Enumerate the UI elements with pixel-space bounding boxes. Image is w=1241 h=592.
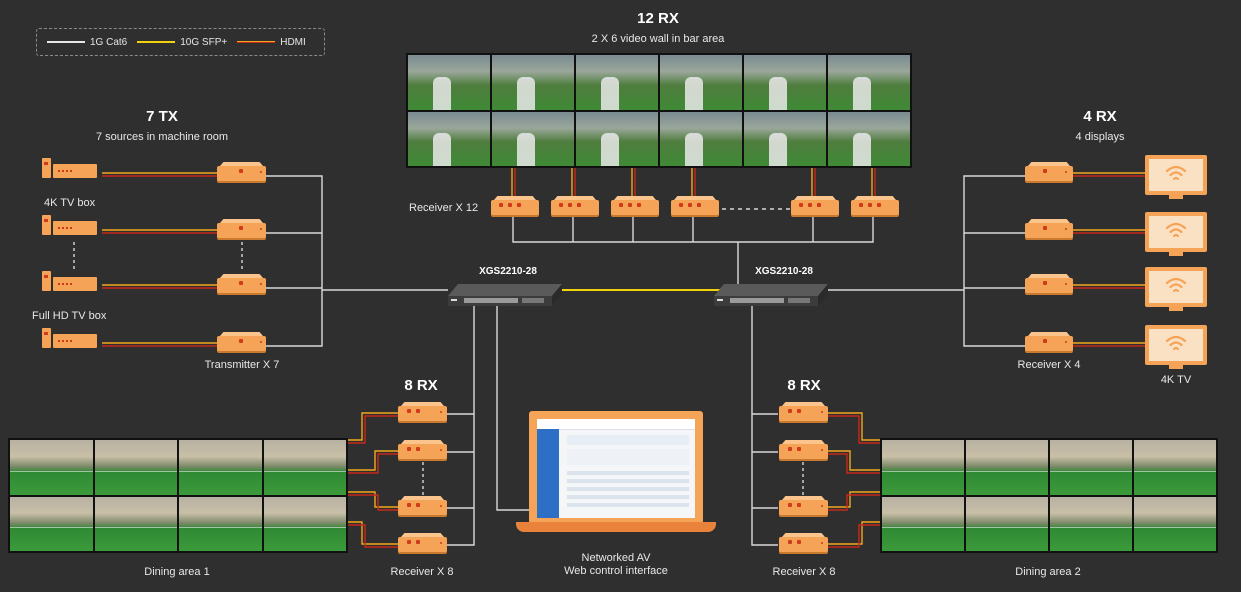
video-wall-tile: [492, 111, 574, 166]
display-receiver-label: Receiver X 4: [1017, 359, 1081, 371]
video-wall-tile: [10, 440, 93, 495]
video-wall-tile: [1050, 440, 1132, 495]
video-wall-tile: [408, 111, 490, 166]
transmitter-icon: [217, 166, 266, 181]
video-wall-tile: [828, 55, 910, 110]
video-wall-tile: [10, 496, 93, 551]
receiver-icon: [398, 537, 447, 552]
dining1-video-wall: [8, 438, 348, 553]
switch-icon: [714, 284, 828, 306]
dining1-hdmi-lines: [348, 412, 398, 548]
legend-sfp: 10G SFP+: [137, 37, 227, 48]
switch-icon: [448, 284, 562, 306]
dining1-title: 8 RX: [404, 377, 438, 394]
display-hdmi-lines: [1073, 172, 1146, 347]
receiver-icon: [1025, 278, 1073, 293]
source-4k-label: 4K TV box: [44, 197, 96, 209]
receiver-icon: [398, 406, 447, 421]
bar-cat6-lines: [512, 208, 874, 288]
video-wall-tile: [576, 55, 658, 110]
receiver-icon: [779, 537, 828, 552]
dining2-video-wall: [880, 438, 1218, 553]
video-wall-tile: [1050, 496, 1132, 551]
dining2-title: 8 RX: [787, 377, 821, 394]
video-wall-tile: [828, 111, 910, 166]
video-wall-tile: [179, 440, 262, 495]
tv-label: 4K TV: [1160, 374, 1192, 386]
video-wall-tile: [1134, 496, 1216, 551]
tx-title: 7 TX: [146, 108, 178, 125]
source-fhd-label: Full HD TV box: [32, 310, 107, 322]
transmitter-icon: [217, 223, 266, 238]
transmitter-icon: [217, 278, 266, 293]
wifi-tv-icon: [1145, 212, 1207, 256]
video-wall-tile: [882, 440, 964, 495]
bar-title: 12 RX: [637, 10, 679, 27]
receiver-icon: [611, 200, 659, 215]
video-wall-tile: [263, 496, 346, 551]
laptop-base: [516, 522, 716, 532]
video-wall-tile: [492, 55, 574, 110]
receiver-icon: [398, 500, 447, 515]
video-wall-tile: [576, 111, 658, 166]
receiver-icon: [851, 200, 899, 215]
receiver-icon: [551, 200, 599, 215]
video-wall-tile: [408, 55, 490, 110]
bar-video-wall: [406, 53, 912, 168]
dining2-hdmi-lines: [828, 412, 880, 548]
video-wall-tile: [966, 440, 1048, 495]
receiver-icon: [1025, 223, 1073, 238]
bar-subtitle: 2 X 6 video wall in bar area: [591, 33, 725, 45]
display-cat6-lines: [828, 175, 1025, 347]
video-wall-tile: [1134, 440, 1216, 495]
dining2-label: Dining area 2: [1015, 566, 1081, 578]
video-wall-tile: [744, 111, 826, 166]
transmitter-label: Transmitter X 7: [204, 359, 280, 371]
wifi-tv-icon: [1145, 325, 1207, 369]
receiver-icon: [779, 406, 828, 421]
web-label-1: Networked AV: [581, 552, 651, 564]
tx-subtitle: 7 sources in machine room: [95, 131, 229, 143]
laptop-icon: [529, 411, 703, 524]
video-wall-tile: [744, 55, 826, 110]
displays-title: 4 RX: [1083, 108, 1117, 125]
receiver-icon: [779, 444, 828, 459]
video-wall-tile: [94, 496, 177, 551]
video-wall-tile: [966, 496, 1048, 551]
bar-hdmi-lines: [511, 168, 876, 196]
wifi-tv-icon: [1145, 267, 1207, 311]
legend: 1G Cat6 10G SFP+ HDMI: [36, 28, 325, 56]
web-label-2: Web control interface: [564, 565, 668, 577]
video-wall-tile: [660, 111, 742, 166]
switch-right-label: XGS2210-28: [755, 266, 813, 277]
receiver-icon: [779, 500, 828, 515]
switch-left-label: XGS2210-28: [479, 266, 537, 277]
video-wall-tile: [882, 496, 964, 551]
dining2-receiver-label: Receiver X 8: [772, 566, 836, 578]
dining1-label: Dining area 1: [144, 566, 210, 578]
transmitter-icon: [217, 336, 266, 351]
displays-subtitle: 4 displays: [1075, 131, 1125, 143]
video-wall-tile: [179, 496, 262, 551]
receiver-icon: [491, 200, 539, 215]
video-wall-tile: [660, 55, 742, 110]
video-wall-tile: [94, 440, 177, 495]
receiver-icon: [398, 444, 447, 459]
tx-cat6-lines: [73, 175, 448, 347]
bar-receiver-label: Receiver X 12: [409, 202, 479, 214]
wifi-tv-icon: [1145, 155, 1207, 199]
legend-cat6: 1G Cat6: [47, 37, 127, 48]
legend-hdmi: HDMI: [237, 37, 306, 48]
receiver-icon: [791, 200, 839, 215]
dining1-receiver-label: Receiver X 8: [390, 566, 454, 578]
receiver-icon: [671, 200, 719, 215]
video-wall-tile: [263, 440, 346, 495]
web-control-screen: [537, 419, 695, 518]
tx-hdmi-lines: [102, 172, 217, 347]
receiver-icon: [1025, 166, 1073, 181]
receiver-icon: [1025, 336, 1073, 351]
